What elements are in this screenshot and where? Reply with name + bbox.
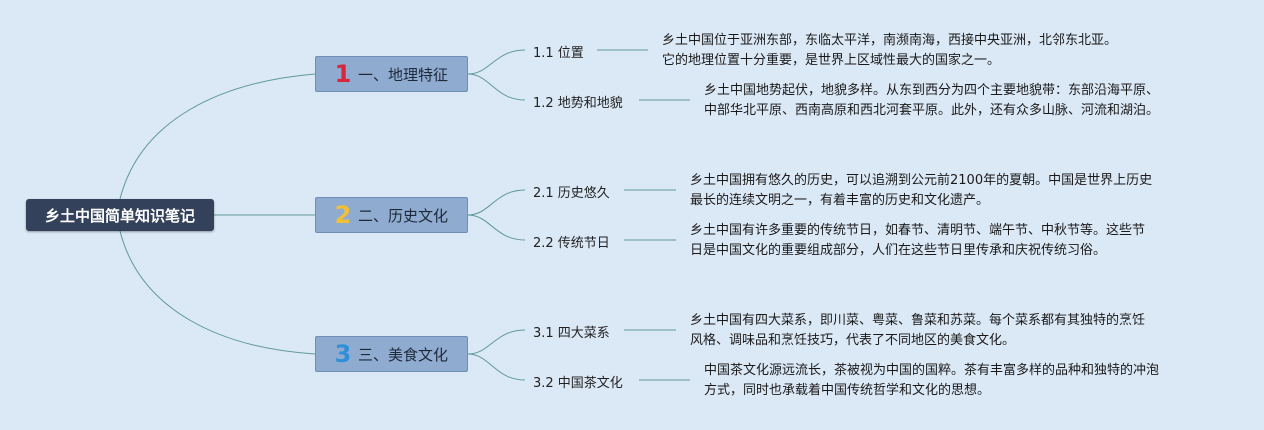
connector-root-b1 [119,73,316,200]
note-line: 乡土中国地势起伏，地貌多样。从东到西分为四个主要地貌带：东部沿海平原、 [704,83,1160,98]
note-line: 乡土中国有许多重要的传统节日，如春节、清明节、端午节、中秋节等。这些节 [690,223,1146,238]
note-line: 中部华北平原、西南高原和西北河套平原。此外，还有众多山脉、河流和湖泊。 [704,103,1160,118]
connector-b3-s1 [467,329,526,355]
connector-b2-s2 [467,214,526,241]
note-line: 中国茶文化源远流长，茶被视为中国的国粹。茶有丰富多样的品种和独特的冲泡 [704,363,1160,378]
number-2-icon: 2 [334,201,352,229]
note-long-history[interactable]: 乡土中国拥有悠久的历史，可以追溯到公元前2100年的夏朝。中国是世界上历史 最长… [690,171,1152,211]
branch-topic-food-culture[interactable]: 3 三、美食文化 [315,336,468,372]
note-line: 风格、调味品和烹饪技巧，代表了不同地区的美食文化。 [690,333,1016,348]
branch-label: 三、美食文化 [358,345,449,364]
note-tea-culture[interactable]: 中国茶文化源远流长，茶被视为中国的国粹。茶有丰富多样的品种和独特的冲泡 方式，同… [704,361,1159,401]
connector-b3-s2 [467,353,526,381]
connector-b1-s1 [467,49,526,75]
branch-label: 二、历史文化 [358,206,449,225]
note-line: 乡土中国位于亚洲东部，东临太平洋，南濒南海，西接中央亚洲，北邻东北亚。 [662,33,1118,48]
note-terrain[interactable]: 乡土中国地势起伏，地貌多样。从东到西分为四个主要地貌带：东部沿海平原、 中部华北… [704,81,1159,121]
branch-label: 一、地理特征 [358,65,449,84]
subtopic-tea-culture[interactable]: 3.2 中国茶文化 [533,376,623,391]
note-line: 日是中国文化的重要组成部分，人们在这些节日里传承和庆祝传统习俗。 [690,243,1107,258]
connector-root-b3 [119,230,316,355]
note-line: 乡土中国拥有悠久的历史，可以追溯到公元前2100年的夏朝。中国是世界上历史 [690,173,1153,188]
subtopic-terrain[interactable]: 1.2 地势和地貌 [533,96,623,111]
subtopic-cuisines[interactable]: 3.1 四大菜系 [533,326,610,341]
number-1-icon: 1 [334,60,352,88]
note-cuisines[interactable]: 乡土中国有四大菜系，即川菜、粤菜、鲁菜和苏菜。每个菜系都有其独特的烹饪 风格、调… [690,311,1145,351]
branch-topic-geography[interactable]: 1 一、地理特征 [315,56,468,92]
note-festivals[interactable]: 乡土中国有许多重要的传统节日，如春节、清明节、端午节、中秋节等。这些节 日是中国… [690,221,1145,261]
note-line: 它的地理位置十分重要，是世界上区域性最大的国家之一。 [662,53,1001,68]
branch-topic-history-culture[interactable]: 2 二、历史文化 [315,197,468,233]
note-line: 方式，同时也承载着中国传统哲学和文化的思想。 [704,383,991,398]
subtopic-festivals[interactable]: 2.2 传统节日 [533,236,610,251]
connector-b2-s1 [467,189,526,216]
subtopic-long-history[interactable]: 2.1 历史悠久 [533,186,610,201]
root-topic[interactable]: 乡土中国简单知识笔记 [26,199,214,231]
subtopic-location[interactable]: 1.1 位置 [533,46,584,61]
note-line: 最长的连续文明之一，有着丰富的历史和文化遗产。 [690,193,990,208]
note-line: 乡土中国有四大菜系，即川菜、粤菜、鲁菜和苏菜。每个菜系都有其独特的烹饪 [690,313,1146,328]
note-location[interactable]: 乡土中国位于亚洲东部，东临太平洋，南濒南海，西接中央亚洲，北邻东北亚。 它的地理… [662,31,1117,71]
number-3-icon: 3 [334,340,352,368]
connector-b1-s2 [467,73,526,101]
